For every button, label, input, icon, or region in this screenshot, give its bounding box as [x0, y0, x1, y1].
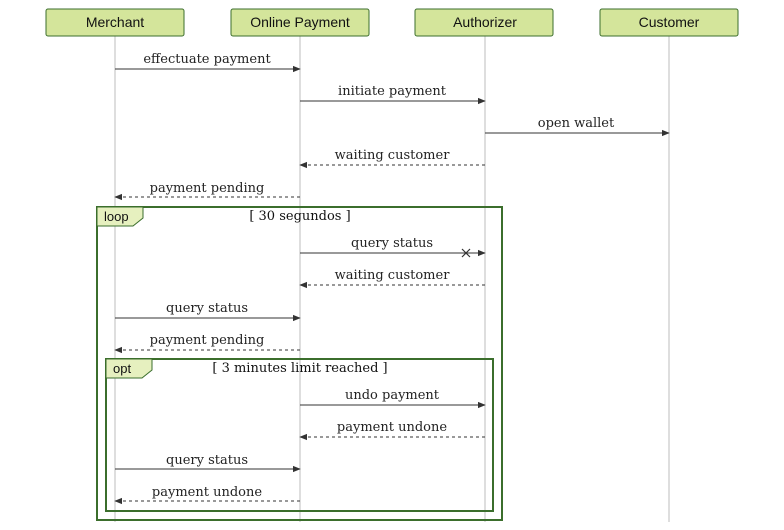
message-label: payment undone	[152, 485, 262, 500]
actor-authorizer: Authorizer	[414, 8, 554, 37]
message-label: effectuate payment	[143, 52, 271, 67]
actor-online-payment: Online Payment	[230, 8, 370, 37]
actor-label: Online Payment	[250, 14, 350, 30]
message-10: undo payment	[300, 388, 486, 409]
message-1: effectuate payment	[115, 52, 301, 73]
actor-label: Merchant	[86, 14, 144, 30]
message-label: query status	[351, 236, 433, 251]
message-3: open wallet	[485, 116, 670, 137]
cross-icon	[461, 248, 471, 258]
opt-frame: opt [ 3 minutes limit reached ]	[105, 358, 494, 512]
actor-merchant: Merchant	[45, 8, 185, 37]
message-5: payment pending	[114, 181, 300, 201]
message-label: payment pending	[150, 333, 265, 348]
message-9: payment pending	[114, 333, 300, 354]
lifelines	[114, 36, 670, 522]
opt-frame-keyword: opt	[113, 361, 131, 376]
opt-frame-condition: [ 3 minutes limit reached ]	[212, 361, 387, 376]
message-label: waiting customer	[335, 148, 451, 163]
actor-label: Customer	[639, 14, 700, 30]
loop-frame-condition: [ 30 segundos ]	[249, 209, 350, 224]
loop-frame-keyword: loop	[104, 209, 129, 224]
message-8: query status	[115, 301, 301, 322]
message-13: payment undone	[114, 485, 300, 505]
message-4: waiting customer	[299, 148, 485, 169]
message-label: query status	[166, 453, 248, 468]
loop-frame: loop [ 30 segundos ]	[96, 206, 503, 521]
message-7: waiting customer	[299, 268, 485, 289]
message-label: payment undone	[337, 420, 447, 435]
message-12: query status	[115, 453, 301, 473]
message-label: open wallet	[538, 116, 615, 131]
message-11: payment undone	[299, 420, 485, 441]
opt-frame-tab	[105, 358, 153, 379]
message-label: waiting customer	[335, 268, 451, 283]
actor-customer: Customer	[599, 8, 739, 37]
message-6: query status	[300, 236, 486, 258]
message-2: initiate payment	[300, 84, 486, 105]
actor-label: Authorizer	[453, 14, 517, 30]
message-label: initiate payment	[338, 84, 447, 99]
loop-frame-tab	[96, 206, 144, 227]
message-label: payment pending	[150, 181, 265, 196]
message-label: query status	[166, 301, 248, 316]
message-label: undo payment	[345, 388, 440, 403]
